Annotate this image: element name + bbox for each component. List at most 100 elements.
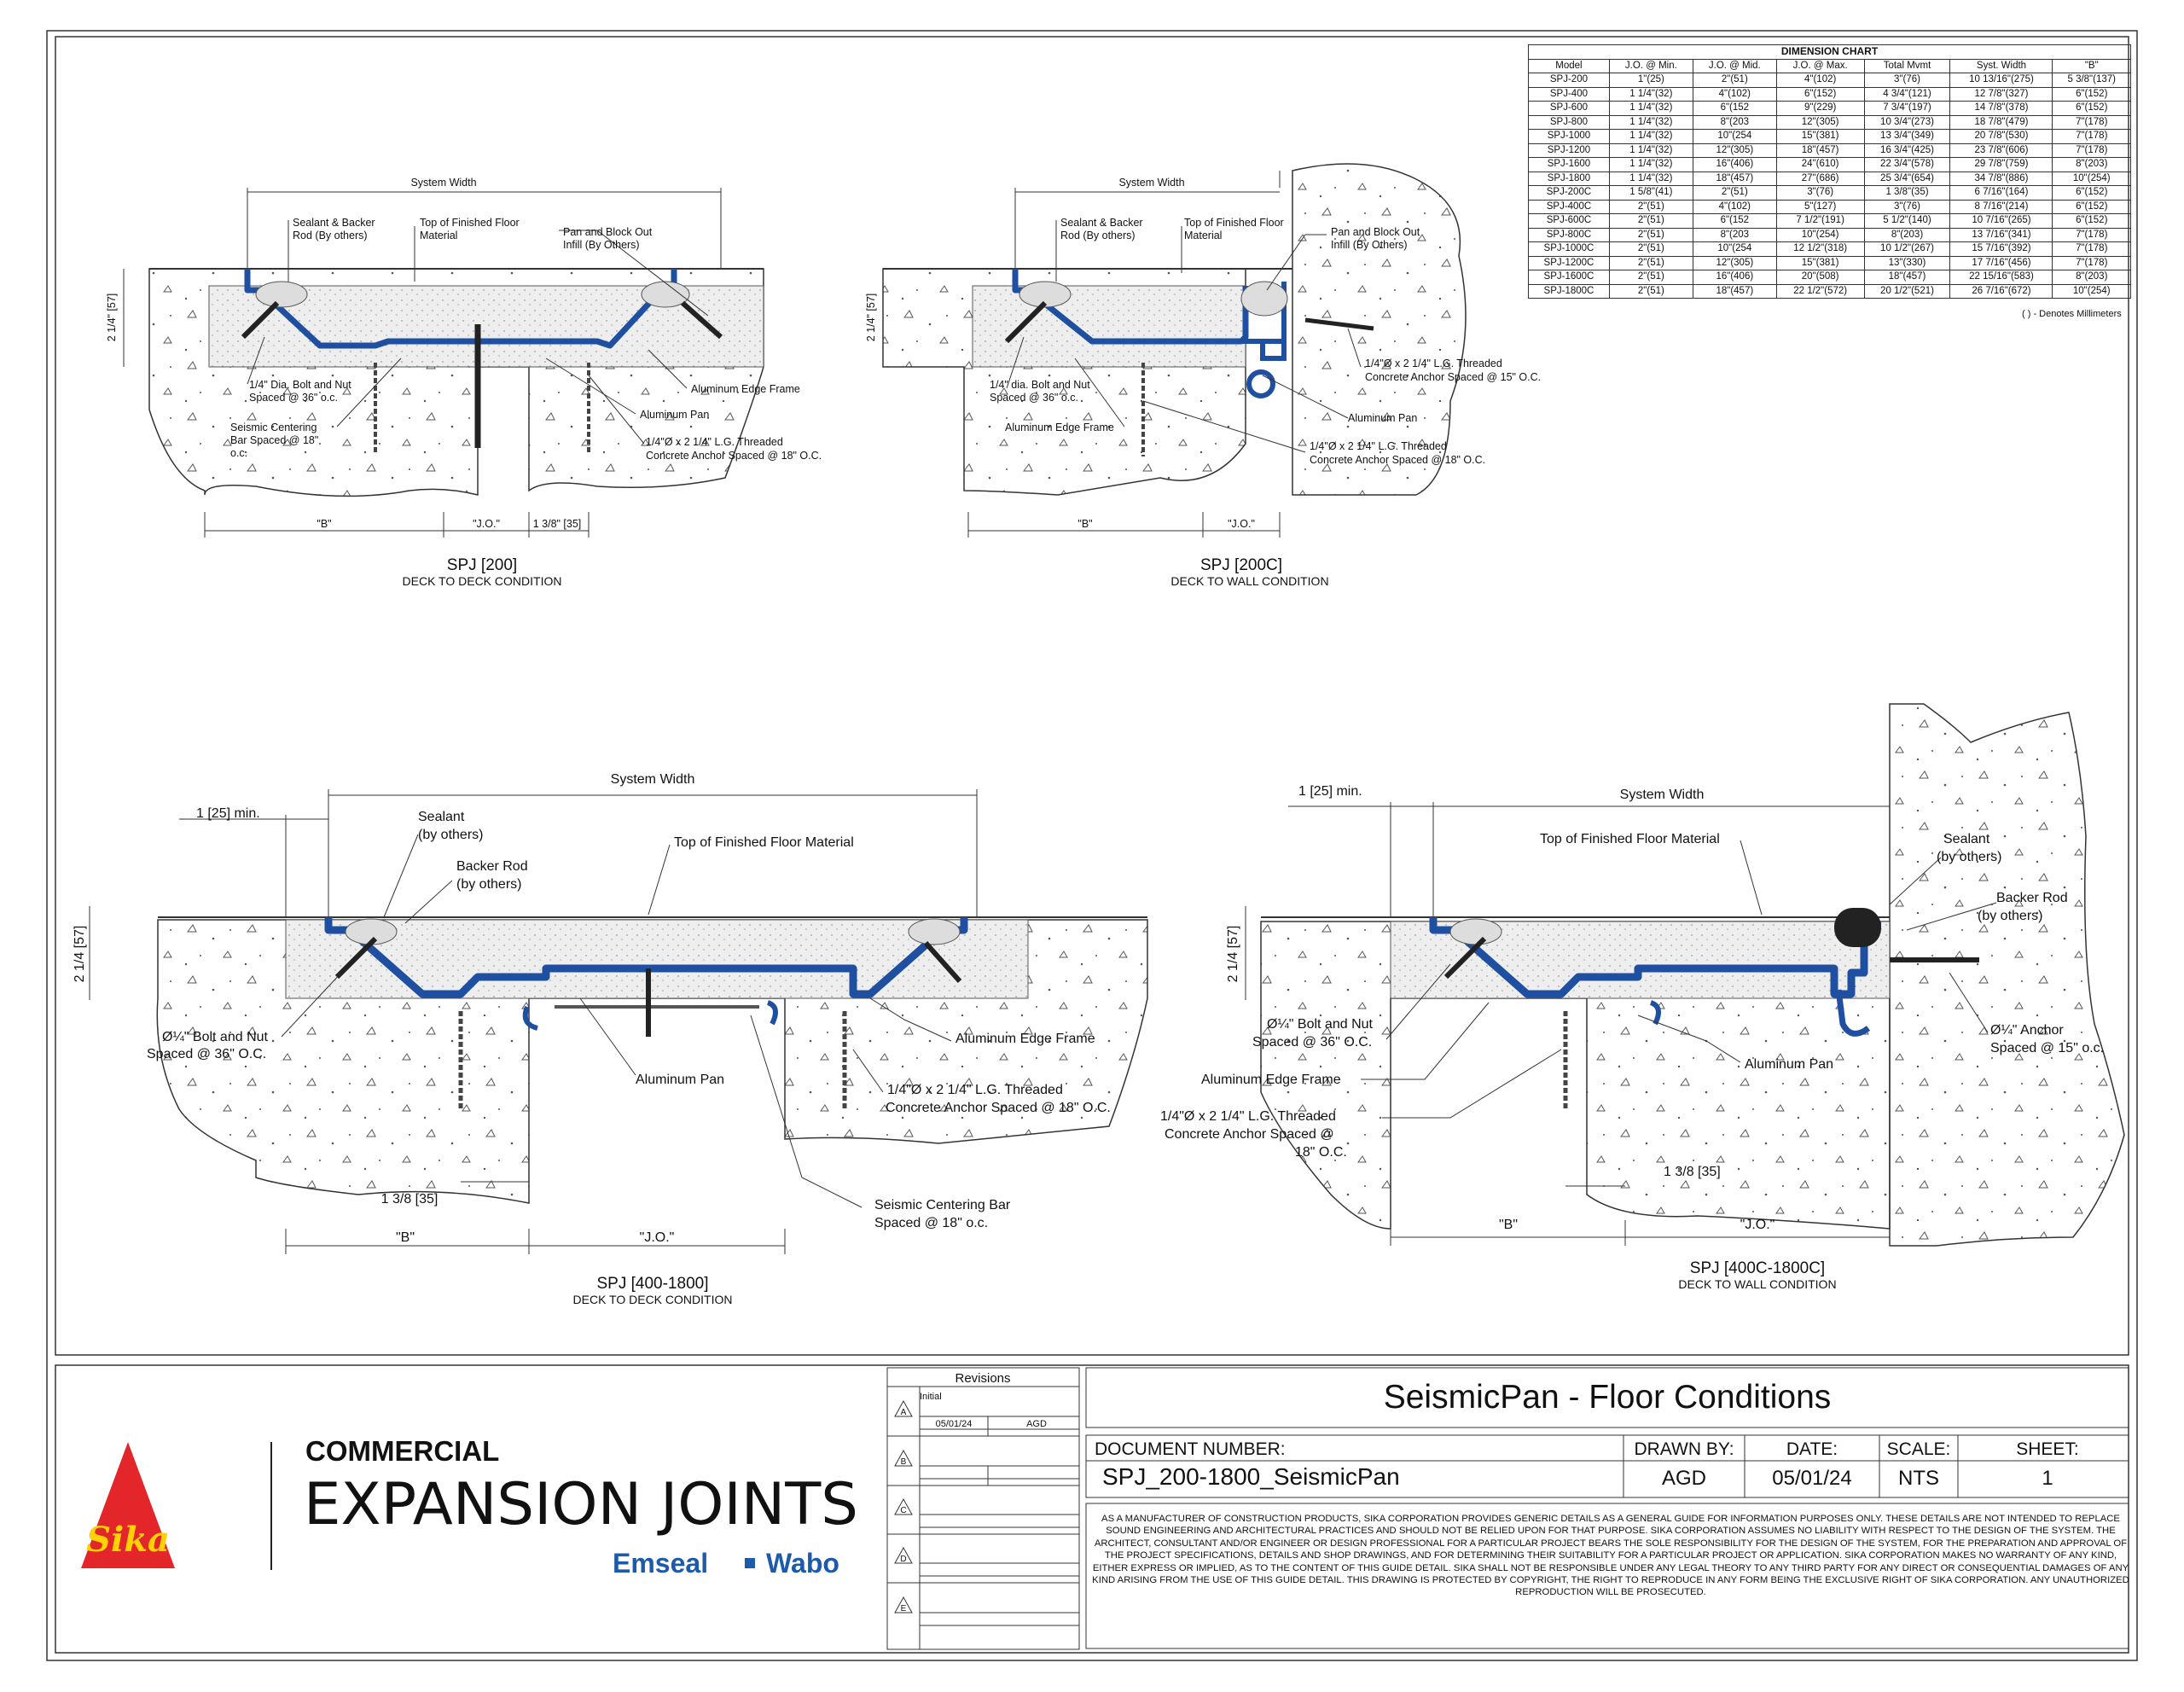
rev-date: 05/01/24 xyxy=(936,1419,973,1429)
table-cell: SPJ-1600 xyxy=(1528,157,1610,172)
label: Aluminum Edge Frame xyxy=(1201,1073,1341,1087)
table-cell: 23 7/8"(606) xyxy=(1949,142,2053,158)
table-cell: 2"(51) xyxy=(1608,213,1693,229)
table-cell: 10"(254 xyxy=(1692,129,1777,144)
table-cell: 10 7/16"(265) xyxy=(1949,213,2053,229)
label: Infill (By Others) xyxy=(1331,239,1408,251)
table-cell: 20"(508) xyxy=(1775,270,1865,285)
table-cell: 10 1/2"(267) xyxy=(1863,241,1951,257)
table-cell: SPJ-1200 xyxy=(1528,142,1610,158)
table-cell: 22 1/2"(572) xyxy=(1775,283,1865,299)
table-cell: 3"(76) xyxy=(1863,199,1951,214)
label: Aluminum Pan xyxy=(640,409,709,421)
label: "B" xyxy=(396,1230,415,1245)
table-cell: 6"(152 xyxy=(1692,101,1777,116)
label: Sealant & Backer xyxy=(1060,217,1143,229)
detail-spj-200c: System Width Sealant & Backer Rod (By ot… xyxy=(865,163,1541,588)
label: 2 1/4 [57] xyxy=(1226,926,1240,983)
rev-letter: C xyxy=(900,1506,906,1515)
sealant-right xyxy=(908,918,961,945)
sika-logo xyxy=(81,1442,175,1568)
table-cell: 17 7/16"(456) xyxy=(1949,255,2053,270)
table-cell: 7"(178) xyxy=(2052,142,2131,158)
table-cell: 10"(254) xyxy=(1775,227,1865,242)
label: "B" xyxy=(1077,518,1092,530)
wall-frame xyxy=(1835,989,1871,1037)
label: "B" xyxy=(1499,1218,1518,1232)
dimension-chart-column-header: Total Mvmt xyxy=(1863,58,1951,73)
label: Sealant xyxy=(418,810,465,824)
detail-subtitle: DECK TO DECK CONDITION xyxy=(403,574,562,588)
table-cell: 7"(178) xyxy=(2052,241,2131,257)
rev-by: AGD xyxy=(1026,1419,1047,1429)
table-cell: 18"(457) xyxy=(1692,283,1777,299)
label: Seismic Centering xyxy=(230,422,317,433)
disclaimer-box xyxy=(1085,1503,2129,1649)
label: Top of Finished Floor xyxy=(420,217,520,229)
table-cell: 14 7/8"(378) xyxy=(1949,101,2053,116)
logo-text: Sika xyxy=(86,1520,170,1560)
table-cell: 1 5/8"(41) xyxy=(1608,185,1693,201)
table-cell: 2"(51) xyxy=(1608,199,1693,214)
label: Pan and Block Out xyxy=(1331,226,1420,238)
sheet-title: SeismicPan - Floor Conditions xyxy=(1384,1379,1832,1416)
joint-assembly xyxy=(1012,269,1249,345)
blockout-infill xyxy=(972,285,1246,368)
sealant-left xyxy=(255,281,308,308)
table-cell: 2"(51) xyxy=(1692,185,1777,201)
table-cell: 18"(457) xyxy=(1775,142,1865,158)
brand-line1: COMMERCIAL xyxy=(305,1435,499,1467)
table-cell: 4"(102) xyxy=(1775,73,1865,88)
joint-assembly xyxy=(1429,917,1881,998)
sheet-label: SHEET: xyxy=(2016,1439,2079,1459)
table-cell: SPJ-600C xyxy=(1528,213,1610,229)
table-cell: SPJ-400C xyxy=(1528,199,1610,214)
dimension-chart-column-header: J.O. @ Mid. xyxy=(1692,58,1777,73)
label: Seismic Centering Bar xyxy=(874,1198,1011,1212)
table-cell: 2"(51) xyxy=(1608,255,1693,270)
label: Aluminum Edge Frame xyxy=(1005,422,1114,433)
table-cell: 8"(203) xyxy=(1863,227,1951,242)
pan-hook-left xyxy=(522,1005,538,1031)
revisions-box xyxy=(886,1367,1080,1650)
wall-frame xyxy=(1241,282,1287,361)
table-cell: 10"(254 xyxy=(1692,241,1777,257)
bolt-left xyxy=(241,300,280,340)
table-cell: 6"(152) xyxy=(2052,185,2131,201)
revisions-label: Revisions xyxy=(955,1371,1010,1386)
wall-anchor xyxy=(1304,317,1374,331)
table-cell: 6"(152) xyxy=(2052,86,2131,102)
table-cell: 1 1/4"(32) xyxy=(1608,171,1693,186)
label: "J.O." xyxy=(1740,1218,1775,1232)
backer-rod xyxy=(1834,908,1881,947)
table-cell: 7 3/4"(197) xyxy=(1863,101,1951,116)
table-cell: 1"(25) xyxy=(1608,73,1693,88)
table-cell: 20 7/8"(530) xyxy=(1949,129,2053,144)
label: Top of Finished Floor Material xyxy=(1540,832,1720,846)
detail-spj-400c-1800c: System Width 1 [25] min. Top of Finished… xyxy=(1160,703,2125,1291)
drawing-area-border xyxy=(55,36,2129,1356)
table-cell: SPJ-1200C xyxy=(1528,255,1610,270)
rev-letters: A B C D E xyxy=(894,1399,913,1614)
label: System Width xyxy=(1620,788,1705,802)
table-cell: SPJ-1000 xyxy=(1528,129,1610,144)
label: Ø¼" Bolt and Nut xyxy=(1267,1017,1374,1032)
table-cell: 7"(178) xyxy=(2052,255,2131,270)
table-cell: 5 1/2"(140) xyxy=(1863,213,1951,229)
table-cell: 8"(203 xyxy=(1692,227,1777,242)
label: 2 1/4 [57] xyxy=(73,926,87,983)
dimension-chart-column-header: Model xyxy=(1528,58,1610,73)
rev-initial: Initial xyxy=(920,1392,942,1402)
bolt-right xyxy=(923,941,962,983)
table-cell: 2"(51) xyxy=(1608,241,1693,257)
table-cell: SPJ-600 xyxy=(1528,101,1610,116)
disclaimer-text: AS A MANUFACTURER OF CONSTRUCTION PRODUC… xyxy=(1092,1514,2129,1598)
